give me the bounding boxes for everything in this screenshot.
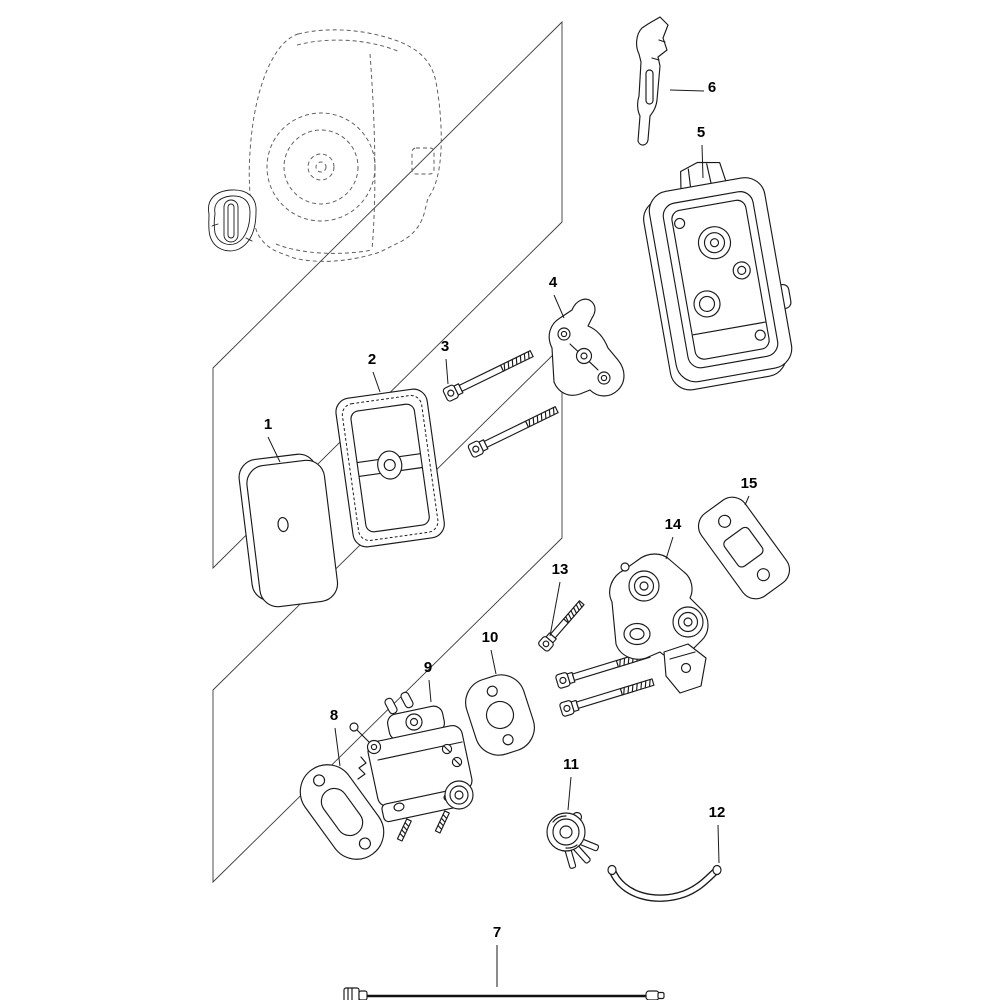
part-12-fuel-hose [607, 864, 722, 902]
part-label-5: 5 [697, 124, 705, 141]
part-label-8: 8 [330, 707, 338, 724]
leader-lines [267, 89, 750, 987]
part-3-screws [441, 346, 561, 459]
part-label-6: 6 [708, 79, 716, 96]
part-label-3: 3 [441, 338, 449, 355]
part-15-gasket [697, 496, 791, 600]
part-14-intake-manifold [609, 553, 709, 694]
part-label-1: 1 [264, 416, 272, 433]
part-5-filter-housing [643, 161, 793, 391]
part-6-choke-lever [636, 16, 669, 146]
part-label-15: 15 [741, 475, 758, 492]
part-2-filter-holder [335, 388, 445, 548]
backplane-upper [212, 20, 563, 570]
engine-cover-phantom [248, 29, 442, 262]
part-11-tank-vent [546, 811, 600, 869]
part-1-air-filter [238, 453, 339, 608]
part-8-gasket [299, 764, 385, 860]
part-label-4: 4 [549, 274, 558, 291]
part-7-throttle-cable [343, 987, 665, 1000]
part-label-14: 14 [665, 516, 682, 533]
part-label-2: 2 [368, 351, 376, 368]
part-9-carburetor [349, 691, 474, 842]
part-label-13: 13 [552, 561, 569, 578]
part-10-gasket [465, 674, 535, 756]
part-label-12: 12 [709, 804, 726, 821]
part-4-bracket [548, 298, 625, 397]
cover-knob [208, 189, 257, 252]
part-label-10: 10 [482, 629, 499, 646]
part-label-11: 11 [563, 756, 579, 773]
backplane-lower [212, 344, 563, 884]
part-label-9: 9 [424, 659, 432, 676]
part-label-7: 7 [493, 924, 501, 941]
part-number-labels: 1 2 3 4 5 6 7 8 9 10 11 12 13 14 15 [264, 79, 758, 941]
